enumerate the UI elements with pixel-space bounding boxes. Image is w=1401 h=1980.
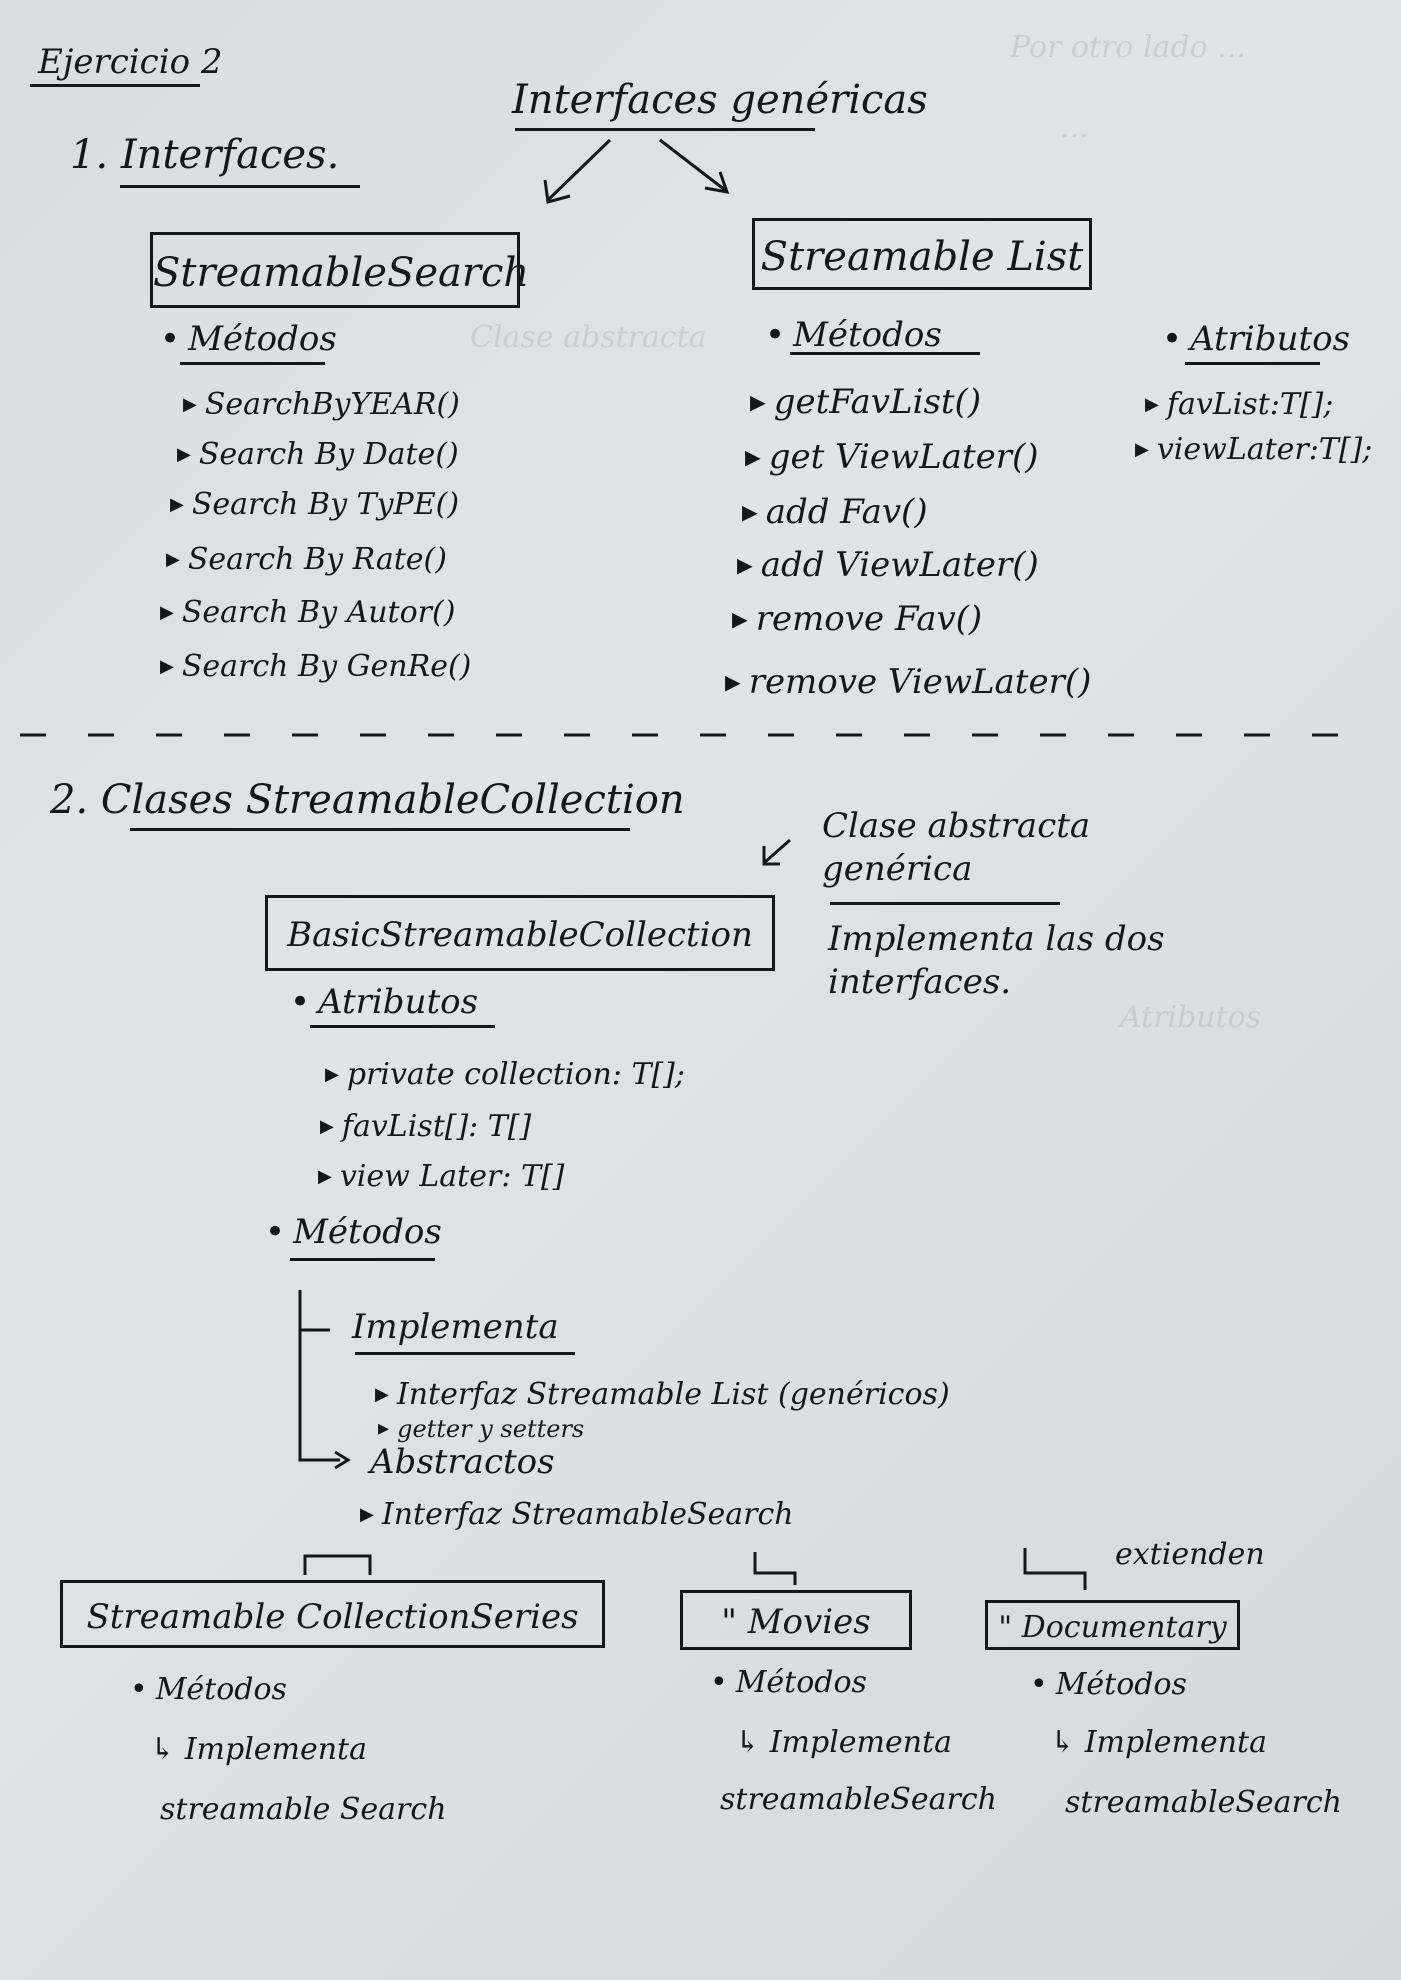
list-method-1: get ViewLater(): [745, 440, 1039, 474]
basic-methods-label: Métodos: [265, 1215, 442, 1249]
exercise-title: Ejercicio 2: [38, 42, 223, 82]
basic-methods-underline: [290, 1258, 435, 1261]
note-implements: Implementa las dos interfaces.: [828, 919, 1165, 1002]
subclass-box-movies: " Movies: [680, 1590, 912, 1650]
basic-attribute-1: favList[]: T[]: [320, 1112, 531, 1142]
subclass-title-documentary: " Documentary: [998, 1610, 1227, 1645]
subclass-title-series: Streamable CollectionSeries: [86, 1597, 579, 1637]
subclass-movies-line1-text: Implementa: [769, 1725, 953, 1760]
basic-streamable-box: BasicStreamableCollection: [265, 895, 775, 971]
search-methods-label: Métodos: [160, 322, 337, 356]
note-underline: [830, 902, 1060, 905]
search-method-1: Search By Date(): [177, 440, 459, 470]
note-abstract: Clase abstracta genérica: [822, 806, 1091, 889]
search-method-3: Search By Rate(): [166, 545, 447, 575]
subclass-series-line1: ↳ Implementa: [150, 1732, 368, 1767]
subclass-movies-line2: streamableSearch: [720, 1782, 997, 1817]
generic-underline: [515, 128, 815, 131]
subclass-movies-line1: ↳ Implementa: [735, 1725, 953, 1760]
section2-heading: 2. Clases StreamableCollection: [50, 777, 685, 823]
implementa-label: Implementa: [352, 1307, 559, 1347]
list-attribute-1: viewLater:T[];: [1135, 435, 1373, 465]
streamable-search-title: StreamableSearch: [153, 250, 530, 296]
subclass-documentary-line1: ↳ Implementa: [1050, 1725, 1268, 1760]
subclass-box-documentary: " Documentary: [985, 1600, 1240, 1650]
basic-attributes-label: Atributos: [290, 985, 478, 1019]
basic-attribute-0: private collection: T[];: [325, 1060, 685, 1090]
extend-label: extienden: [1115, 1537, 1265, 1572]
implementa-item-0: Interfaz Streamable List (genéricos): [375, 1380, 950, 1410]
generic-interfaces-label: Interfaces genéricas: [512, 77, 928, 123]
implementa-underline: [355, 1352, 575, 1355]
section2-underline: [130, 828, 630, 831]
list-method-4: remove Fav(): [732, 602, 983, 636]
subclass-documentary-line1-text: Implementa: [1084, 1725, 1268, 1760]
list-methods-label: Métodos: [765, 318, 942, 352]
list-attribute-0: favList:T[];: [1145, 390, 1334, 420]
exercise-underline: [30, 84, 200, 87]
section1-heading: 1. Interfaces.: [70, 132, 340, 178]
basic-attribute-2: view Later: T[]: [318, 1162, 565, 1192]
subclass-box-series: Streamable CollectionSeries: [60, 1580, 605, 1648]
subclass-documentary-methods: Métodos: [1030, 1670, 1187, 1700]
list-methods-underline: [790, 352, 980, 355]
search-method-0: SearchByYEAR(): [183, 390, 460, 420]
search-method-4: Search By Autor(): [160, 598, 456, 628]
subclass-series-line2: streamable Search: [160, 1792, 447, 1827]
list-attributes-underline: [1185, 362, 1320, 365]
list-method-0: getFavList(): [750, 385, 981, 419]
search-methods-underline: [180, 362, 325, 365]
list-method-5: remove ViewLater(): [725, 665, 1092, 699]
abstractos-label: Abstractos: [370, 1442, 555, 1482]
abstractos-item-0: Interfaz StreamableSearch: [360, 1500, 794, 1530]
list-attributes-label: Atributos: [1162, 322, 1350, 356]
subclass-movies-methods: Métodos: [710, 1668, 867, 1698]
streamable-search-box: StreamableSearch: [150, 232, 530, 308]
subclass-documentary-line2: streamableSearch: [1065, 1785, 1342, 1820]
list-method-2: add Fav(): [742, 495, 928, 529]
list-method-3: add ViewLater(): [737, 548, 1039, 582]
basic-streamable-title: BasicStreamableCollection: [287, 915, 753, 955]
search-method-5: Search By GenRe(): [160, 652, 472, 682]
streamable-list-title: Streamable List: [760, 234, 1084, 280]
subclass-series-methods: Métodos: [130, 1675, 287, 1705]
search-method-2: Search By TyPE(): [170, 490, 459, 520]
basic-attributes-underline: [310, 1025, 495, 1028]
streamable-list-box: Streamable List: [752, 218, 1092, 290]
subclass-title-movies: " Movies: [721, 1602, 871, 1642]
implementa-item-1: getter y setters: [378, 1417, 584, 1441]
subclass-series-line1-text: Implementa: [184, 1732, 368, 1767]
section1-underline: [120, 185, 360, 188]
